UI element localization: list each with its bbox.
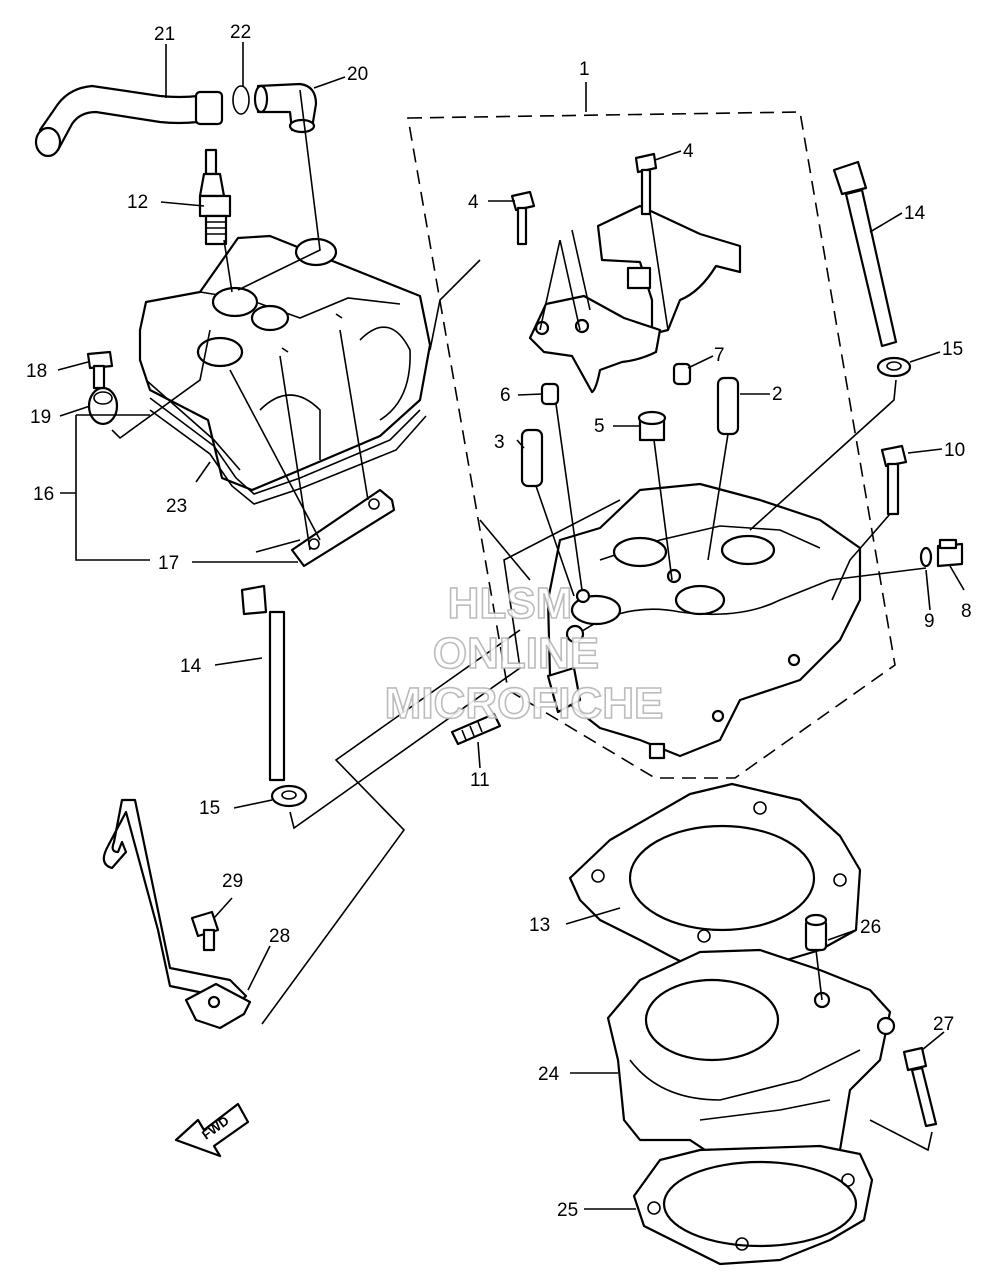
cover-gasket bbox=[149, 397, 427, 505]
plug bbox=[637, 410, 667, 442]
callout-14-right: 14 bbox=[904, 203, 926, 224]
oil-pipe-bracket bbox=[102, 798, 252, 1030]
cover-plate bbox=[290, 488, 396, 568]
watermark: HLSM ONLINE MICROFICHE bbox=[384, 578, 664, 729]
callout-8: 8 bbox=[961, 601, 972, 622]
cap-bolt-right bbox=[634, 152, 658, 216]
callout-10: 10 bbox=[944, 440, 965, 461]
callout-3: 3 bbox=[494, 432, 505, 453]
washer-9 bbox=[919, 546, 933, 568]
cylinder bbox=[606, 948, 896, 1172]
callout-4-left: 4 bbox=[468, 192, 479, 213]
bolt-27 bbox=[902, 1046, 938, 1128]
bolt-8 bbox=[936, 538, 964, 568]
dowel-pin-6 bbox=[540, 382, 560, 406]
callout-26: 26 bbox=[860, 917, 881, 938]
callout-15-left: 15 bbox=[199, 798, 220, 819]
camshaft-cap-rear bbox=[596, 204, 742, 336]
callout-7: 7 bbox=[714, 345, 725, 366]
callout-22: 22 bbox=[230, 22, 251, 43]
washer-15-right bbox=[876, 356, 912, 378]
alignment-guide-lines bbox=[111, 89, 933, 1152]
breather-elbow-joint bbox=[253, 82, 318, 134]
cylinder-head bbox=[546, 482, 862, 760]
breather-hose bbox=[34, 84, 224, 158]
dowel-pin-7 bbox=[672, 362, 692, 386]
stud-bolt-long-left bbox=[240, 584, 286, 782]
callout-labels: 1 2 3 4 4 5 6 7 8 9 10 11 12 13 14 14 15… bbox=[26, 22, 972, 1221]
callout-25: 25 bbox=[557, 1200, 578, 1221]
callout-12: 12 bbox=[127, 192, 148, 213]
callout-6: 6 bbox=[500, 385, 511, 406]
callout-15-right: 15 bbox=[942, 339, 963, 360]
spark-plug bbox=[198, 148, 232, 246]
bracket-bolt bbox=[190, 910, 220, 952]
cylinder-head-assembly-boundary bbox=[407, 111, 896, 779]
hose-clip bbox=[232, 85, 250, 115]
callout-17: 17 bbox=[158, 553, 179, 574]
callout-1: 1 bbox=[579, 59, 590, 80]
watermark-line-3: MICROFICHE bbox=[385, 679, 664, 728]
cylinder-base-gasket bbox=[632, 1144, 874, 1266]
callout-27: 27 bbox=[933, 1014, 954, 1035]
callout-16: 16 bbox=[33, 484, 54, 505]
forward-direction-arrow: FWD bbox=[174, 1102, 250, 1158]
callout-28: 28 bbox=[269, 926, 290, 947]
cover-bolt bbox=[86, 350, 114, 390]
callout-11: 11 bbox=[470, 770, 490, 791]
cylinder-head-cover bbox=[138, 234, 432, 492]
dowel-pin-26 bbox=[804, 913, 828, 952]
cap-bolt-left bbox=[510, 190, 536, 246]
callout-19: 19 bbox=[30, 407, 51, 428]
washer-15-left bbox=[270, 784, 308, 808]
leader-lines bbox=[57, 42, 965, 1210]
callout-4-right: 4 bbox=[683, 141, 694, 162]
cover-grommet bbox=[87, 386, 119, 426]
callout-9: 9 bbox=[924, 611, 935, 632]
cylinder-head-gasket bbox=[568, 782, 862, 974]
callout-5: 5 bbox=[594, 416, 605, 437]
bolt-10 bbox=[880, 444, 908, 516]
valve-guide-3 bbox=[520, 428, 544, 488]
callout-2: 2 bbox=[772, 384, 783, 405]
valve-guide-2 bbox=[716, 376, 740, 436]
stud-bolt bbox=[450, 712, 502, 746]
stud-bolt-long-right bbox=[832, 160, 898, 348]
watermark-line-1: HLSM bbox=[448, 579, 573, 628]
camshaft-cap-front bbox=[528, 294, 662, 394]
callout-18: 18 bbox=[26, 361, 47, 382]
callout-23: 23 bbox=[166, 496, 187, 517]
watermark-line-2: ONLINE bbox=[433, 629, 599, 678]
callout-29: 29 bbox=[222, 871, 243, 892]
callout-21: 21 bbox=[154, 24, 175, 45]
callout-14-left: 14 bbox=[180, 656, 202, 677]
callout-13: 13 bbox=[529, 915, 550, 936]
callout-24: 24 bbox=[538, 1064, 560, 1085]
callout-20: 20 bbox=[347, 64, 368, 85]
